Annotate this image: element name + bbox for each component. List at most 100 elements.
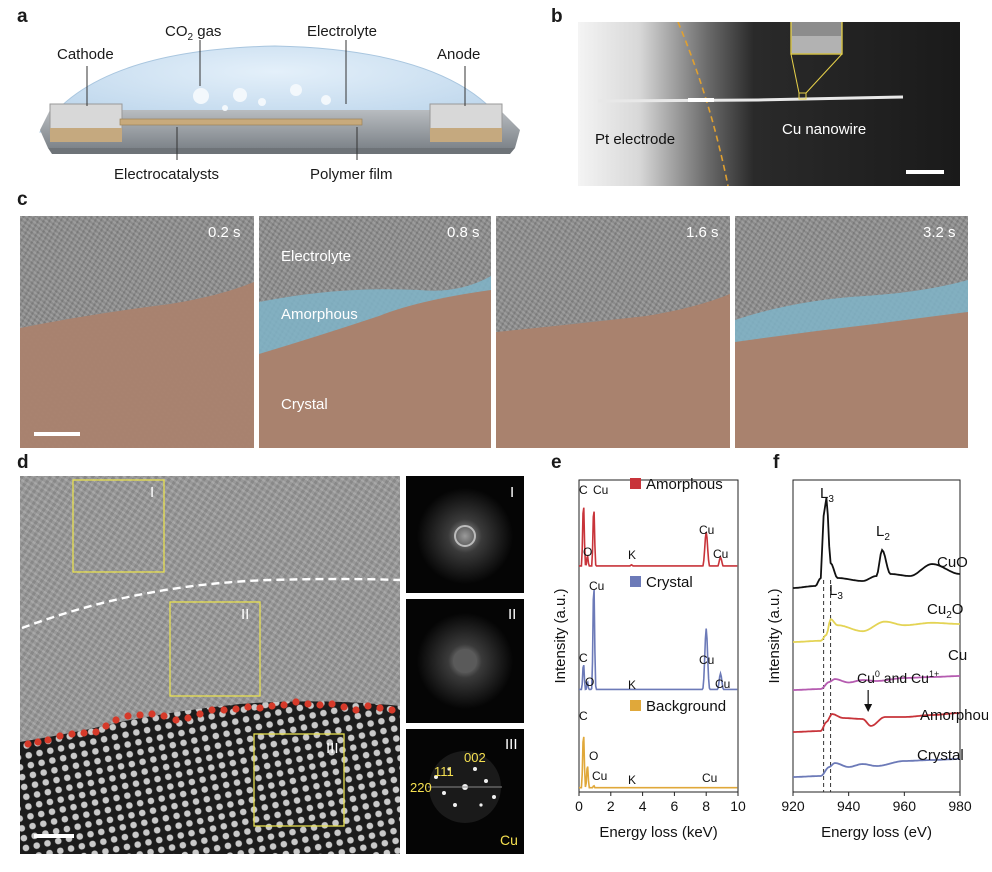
x-tick-label: 2 (607, 798, 615, 814)
panel-a-label: a (17, 6, 28, 27)
legend-swatch-background (630, 700, 641, 711)
scale-bar (34, 432, 80, 436)
polymer-film-label: Polymer film (310, 166, 393, 183)
peak-label: O (583, 545, 592, 559)
plot-frame (578, 479, 739, 793)
polymer-film (119, 118, 363, 126)
series-line-amorphous (579, 507, 738, 567)
roi-box-3 (253, 733, 345, 827)
time-label-3: 3.2 s (923, 224, 956, 241)
series-line-amorphous (793, 712, 960, 733)
series-label-cu: Cu (948, 647, 967, 664)
legend-label-background: Background (646, 698, 726, 715)
cathode-label: Cathode (57, 46, 114, 63)
panel-b-label: b (551, 6, 563, 27)
co2-bubble (258, 98, 266, 106)
co2-bubble (233, 88, 247, 102)
interface-dots (24, 698, 396, 748)
time-label-1: 0.8 s (447, 224, 480, 241)
co2-bubble (321, 95, 331, 105)
eels-cu-l-edge-chart: CuOCuAmorphousCrystalCu2OL3L2L3Cu0 and C… (766, 479, 988, 841)
scale-bar (34, 834, 74, 838)
peak-label: O (589, 749, 598, 763)
time-label-0: 0.2 s (208, 224, 241, 241)
y-axis-label: Intensity (a.u.) (766, 588, 783, 683)
peak-label: C (579, 709, 588, 723)
fft-panel-1 (406, 476, 524, 593)
y-axis-label: Intensity (a.u.) (552, 588, 569, 683)
co2-bubble (222, 105, 228, 111)
panel-d-label: d (17, 452, 29, 473)
peak-label: O (585, 675, 594, 689)
fft-material-label: Cu (500, 832, 518, 848)
peak-label: Cu (713, 547, 728, 561)
inset-source-box (798, 92, 807, 100)
valence-annotation: Cu0 and Cu1+ (857, 669, 939, 686)
series-line-cuo (793, 497, 961, 589)
fft-label-1: I (510, 484, 515, 501)
fft-label-2: II (508, 606, 517, 623)
spot-002: 002 (464, 750, 486, 765)
cell-schematic (39, 40, 520, 160)
x-tick-label: 940 (837, 798, 861, 814)
x-tick-label: 980 (948, 798, 972, 814)
frame-1-6s (496, 216, 730, 448)
x-axis-label: Energy loss (eV) (821, 824, 932, 841)
panel-e-label: e (551, 452, 562, 473)
peak-label-l2: L2 (876, 523, 890, 543)
series-line-background (579, 736, 738, 789)
spot-111: 111 (434, 764, 454, 779)
x-tick-label: 8 (702, 798, 710, 814)
series-label-cu2o: Cu2O (927, 601, 963, 621)
series-line-cu2o (793, 617, 960, 643)
peak-label: C (579, 651, 588, 665)
frame-0-2s (20, 216, 254, 448)
x-tick-label: 920 (781, 798, 805, 814)
crystal-region-label: Crystal (281, 396, 328, 413)
x-tick-label: 0 (575, 798, 583, 814)
tem-image-overview (578, 22, 960, 186)
peak-label: Cu (593, 483, 608, 497)
series-label-cuo: CuO (937, 554, 968, 571)
x-tick-label: 4 (639, 798, 647, 814)
peak-label-l3: L3 (820, 485, 834, 505)
roi-box-1 (72, 479, 165, 573)
roi-box-2 (169, 601, 261, 697)
anode-label: Anode (437, 46, 481, 63)
peak-label: K (628, 678, 636, 692)
time-label-2: 1.6 s (686, 224, 719, 241)
fft-panel-3 (406, 729, 524, 854)
peak-label: Cu (589, 579, 604, 593)
amorphous-boundary (21, 577, 400, 630)
co2-gas-label: CO2 gas (165, 23, 222, 43)
legend-swatch-crystal (630, 576, 641, 587)
series-line-cu (793, 675, 960, 691)
x-tick-label: 6 (671, 798, 679, 814)
roi-label-2: II (241, 606, 250, 623)
peak-label: Cu (702, 771, 717, 785)
peak-label-l3-cu2o: L3 (829, 582, 843, 602)
legend-label-amorphous: Amorphous (646, 476, 723, 493)
panel-c-label: c (17, 189, 28, 210)
roi-label-3: III (326, 740, 339, 757)
peak-label: Cu (715, 677, 730, 691)
panel-f-label: f (773, 452, 780, 473)
plot-frame (792, 479, 961, 793)
hrtem-image (20, 476, 400, 854)
series-line-crystal (793, 758, 960, 778)
co2-bubble (193, 88, 209, 104)
fft-label-3: III (505, 736, 518, 753)
electrolyte-region-label: Electrolyte (281, 248, 352, 265)
co2-bubble (290, 84, 302, 96)
series-label-crystal: Crystal (917, 747, 964, 764)
peak-label: Cu (699, 653, 714, 667)
fft-panel-2 (406, 599, 524, 723)
peak-label: K (628, 773, 636, 787)
cu-nanowire (597, 95, 904, 103)
cu-nanowire-label: Cu nanowire (782, 121, 867, 138)
pt-electrode-label: Pt electrode (595, 131, 676, 148)
roi-label-1: I (150, 484, 155, 501)
x-axis-label: Energy loss (keV) (599, 824, 717, 841)
peak-label: Cu (699, 523, 714, 537)
